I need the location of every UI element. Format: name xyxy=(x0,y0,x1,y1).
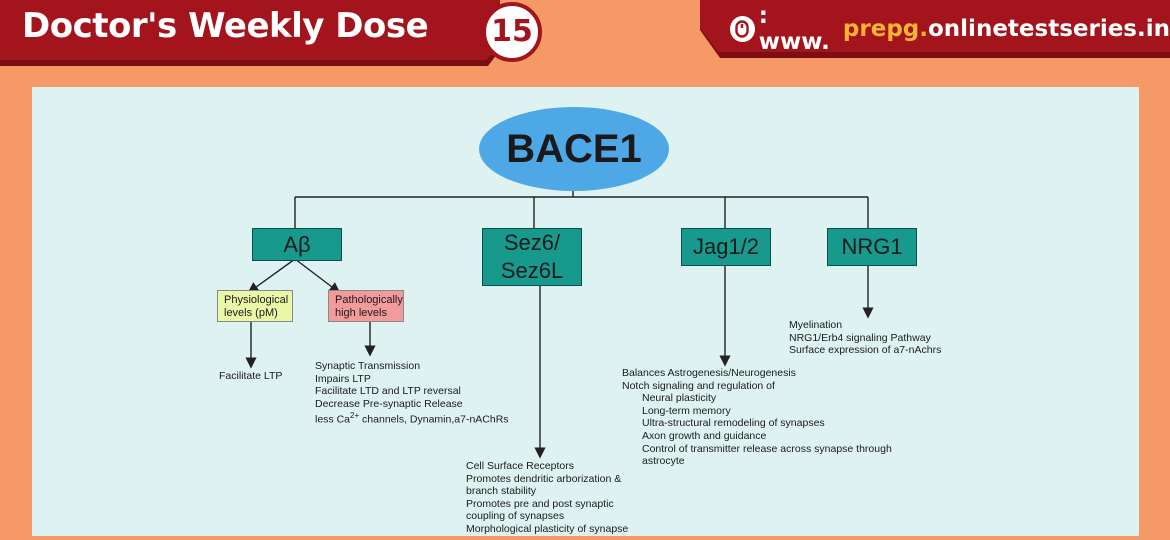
physio-effect: Facilitate LTP xyxy=(219,370,283,382)
sez6-effect-item: Promotes dendritic arborization & xyxy=(466,472,622,485)
sez6-effect-item: Promotes pre and post synaptic xyxy=(466,497,614,510)
abeta-node: Aβ xyxy=(252,228,342,261)
website-url[interactable]: : www. prepg. onlinetestseries.in xyxy=(730,3,1170,55)
nrg1-effect-item: NRG1/Erb4 signaling Pathway xyxy=(789,331,931,344)
jag-sub-effect-item: astrocyte xyxy=(642,455,685,468)
patho-effect-item: Decrease Pre-synaptic Release xyxy=(315,397,463,410)
nrg1-effects-list: Myelination NRG1/Erb4 signaling Pathway … xyxy=(789,319,941,357)
nrg1-node: NRG1 xyxy=(827,228,917,266)
jag-sub-effect-item: Control of transmitter release across sy… xyxy=(642,442,892,455)
patho-last-prefix: less Ca xyxy=(315,413,351,426)
sez6-effect-item: Cell Surface Receptors xyxy=(466,460,574,472)
sez6-effect-item: Morphological plasticity of synapse xyxy=(466,522,629,535)
sez6-effect-item: coupling of synapses xyxy=(466,510,565,523)
nrg1-effect-item: Myelination xyxy=(789,319,843,331)
patho-last-suffix: channels, Dynamin,a7-nAChRs xyxy=(359,413,509,426)
calcium-superscript: 2+ xyxy=(350,411,360,421)
url-accent: prepg. xyxy=(842,16,928,42)
jag-effect-item: Balances Astrogenesis/Neurogenesis xyxy=(622,367,796,379)
sez6-effect-item: branch stability xyxy=(466,485,537,498)
jag-effect-item: Notch signaling and regulation of xyxy=(622,379,775,392)
mouse-icon xyxy=(730,16,755,42)
title-banner xyxy=(0,0,500,66)
patho-effect-item: Impairs LTP xyxy=(315,372,371,385)
patho-effect-item: Facilitate LTD and LTP reversal xyxy=(315,385,461,398)
sez6-label-line2: Sez6L xyxy=(500,258,564,283)
patho-effect-item: Synaptic Transmission xyxy=(315,360,421,372)
jag-sub-effect-item: Axon growth and guidance xyxy=(642,429,767,442)
jag-sub-effect-item: Ultra-structural remodeling of synapses xyxy=(642,417,825,430)
sez6-effects-list: Cell Surface Receptors Promotes dendriti… xyxy=(466,460,628,536)
nrg1-effect-item: Surface expression of a7-nAchrs xyxy=(789,344,942,357)
physiological-levels-node: Physiological levels (pM) xyxy=(217,290,293,322)
url-banner xyxy=(700,0,1170,58)
jag-sub-effect-item: Long-term memory xyxy=(642,404,731,417)
connector-lines xyxy=(245,191,874,459)
url-domain: onlinetestseries.in xyxy=(928,16,1170,42)
patho-effect-item-calcium: less Ca2+ channels, Dynamin,a7-nAChRs xyxy=(315,410,509,426)
jag-effects-list: Balances Astrogenesis/Neurogenesis Notch… xyxy=(622,367,892,468)
url-prefix: : www. xyxy=(758,3,830,55)
jag-node: Jag1/2 xyxy=(681,228,771,266)
pathological-levels-node: Pathologically high levels xyxy=(328,290,404,322)
page-title: Doctor's Weekly Dose xyxy=(22,6,429,46)
bace1-node: BACE1 xyxy=(479,107,669,191)
patho-effects-list: Synaptic Transmission Impairs LTP Facili… xyxy=(315,360,509,426)
bace1-diagram: BACE1 Aβ Sez6/ Sez6L Jag1/2 NRG1 Physiol… xyxy=(32,87,1139,536)
sez6-node: Sez6/ Sez6L xyxy=(482,228,582,286)
sez6-label-line1: Sez6/ xyxy=(503,230,561,255)
issue-number-badge: 15 xyxy=(482,2,542,62)
jag-sub-effect-item: Neural plasticity xyxy=(642,392,717,405)
